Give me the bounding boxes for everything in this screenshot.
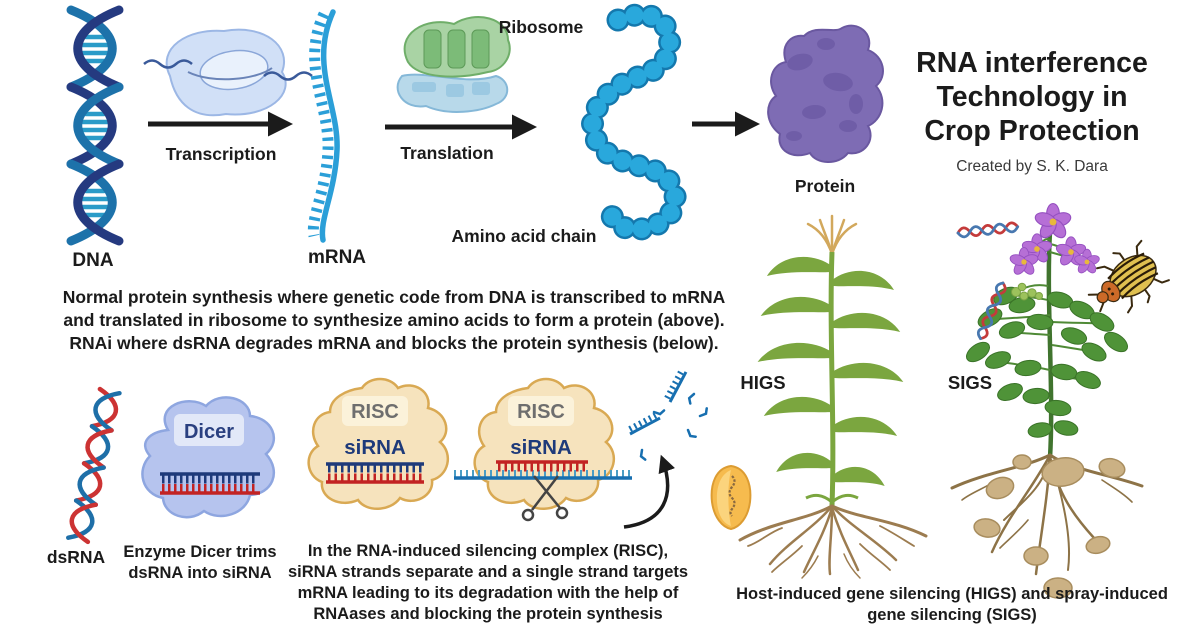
title-line-2: Technology in: [936, 81, 1127, 113]
degraded-mrna-fragments-icon: [628, 370, 708, 461]
corn-roots: [738, 504, 928, 579]
dsrna-helix-icon: [66, 386, 122, 545]
corn-stem: [828, 251, 836, 507]
applications-caption: Host-induced gene silencing (HIGS) and s…: [736, 585, 1168, 624]
amino-acid-chain-label: Amino acid chain: [452, 226, 597, 246]
risc2-sirna-label: siRNA: [510, 436, 572, 459]
applications-caption-line-1: Host-induced gene silencing (HIGS) and s…: [736, 585, 1168, 603]
description-line-2: and translated in ribosome to synthesize…: [63, 310, 724, 330]
colorado-potato-beetle-icon: [1087, 239, 1170, 314]
corn-tassel: [806, 214, 858, 256]
sigs-label: SIGS: [948, 372, 992, 393]
risc2-label-box: [508, 396, 574, 426]
ribosome-icon: [396, 16, 511, 113]
description-line-3: RNAi where dsRNA degrades mRNA and block…: [69, 333, 718, 353]
rna-polymerase-icon: [143, 28, 313, 117]
dicer-enzyme-icon: Dicer: [141, 396, 276, 519]
dna-label: DNA: [72, 250, 113, 271]
title-line-3: Crop Protection: [924, 115, 1139, 147]
degradation-arrow: [623, 454, 676, 529]
risc-caption-line-4: RNAases and blocking the protein synthes…: [313, 605, 662, 623]
translation-label: Translation: [400, 143, 493, 163]
risc-complex-1-icon: RISC siRNA: [307, 377, 450, 510]
description-line-1: Normal protein synthesis where genetic c…: [63, 287, 726, 307]
potato-berries: [1011, 282, 1043, 301]
risc1-label-box: [342, 396, 408, 426]
dsrna-label: dsRNA: [47, 547, 106, 567]
risc-caption: In the RNA-induced silencing complex (RI…: [288, 542, 688, 623]
dicer-enzyme-label: Dicer: [184, 421, 234, 443]
corn-kernel-with-rna-icon: [710, 464, 752, 531]
dicer-label-box: [174, 414, 244, 446]
dicer-caption-line-2: dsRNA into siRNA: [128, 564, 271, 582]
title-line-1: RNA interference: [916, 47, 1148, 79]
risc2-label: RISC: [517, 401, 565, 423]
risc1-sirna-label: siRNA: [344, 436, 406, 459]
title-credit: Created by S. K. Dara: [956, 158, 1108, 175]
risc-caption-line-3: mRNA leading to its degradation with the…: [298, 584, 679, 602]
protein-label: Protein: [795, 176, 855, 196]
risc-caption-line-2: siRNA strands separate and a single stra…: [288, 563, 688, 581]
dicer-caption-line-1: Enzyme Dicer trims: [123, 543, 276, 561]
page-title: RNA interference Technology in Crop Prot…: [916, 47, 1148, 175]
mrna-label: mRNA: [308, 247, 366, 268]
scissors-icon: [521, 475, 569, 522]
dna-helix-icon: [66, 5, 124, 246]
mrna-strand-icon: [307, 9, 340, 243]
risc-complex-2-icon: RISC siRNA: [454, 377, 632, 522]
protein-icon: [767, 24, 884, 163]
risc1-label: RISC: [351, 401, 399, 423]
amino-acid-chain-icon: [593, 15, 676, 229]
risc-caption-line-1: In the RNA-induced silencing complex (RI…: [308, 542, 668, 560]
applications-caption-line-2: gene silencing (SIGS): [867, 606, 1037, 624]
potato-tubers: [973, 454, 1126, 599]
description-paragraph: Normal protein synthesis where genetic c…: [63, 287, 726, 353]
higs-label: HIGS: [740, 372, 785, 393]
higs-corn-plant-icon: [757, 214, 904, 507]
transcription-label: Transcription: [166, 144, 277, 164]
potato-roots-and-tubers: [950, 453, 1144, 599]
potato-flowers: [1008, 203, 1101, 278]
ribosome-label: Ribosome: [499, 17, 584, 37]
